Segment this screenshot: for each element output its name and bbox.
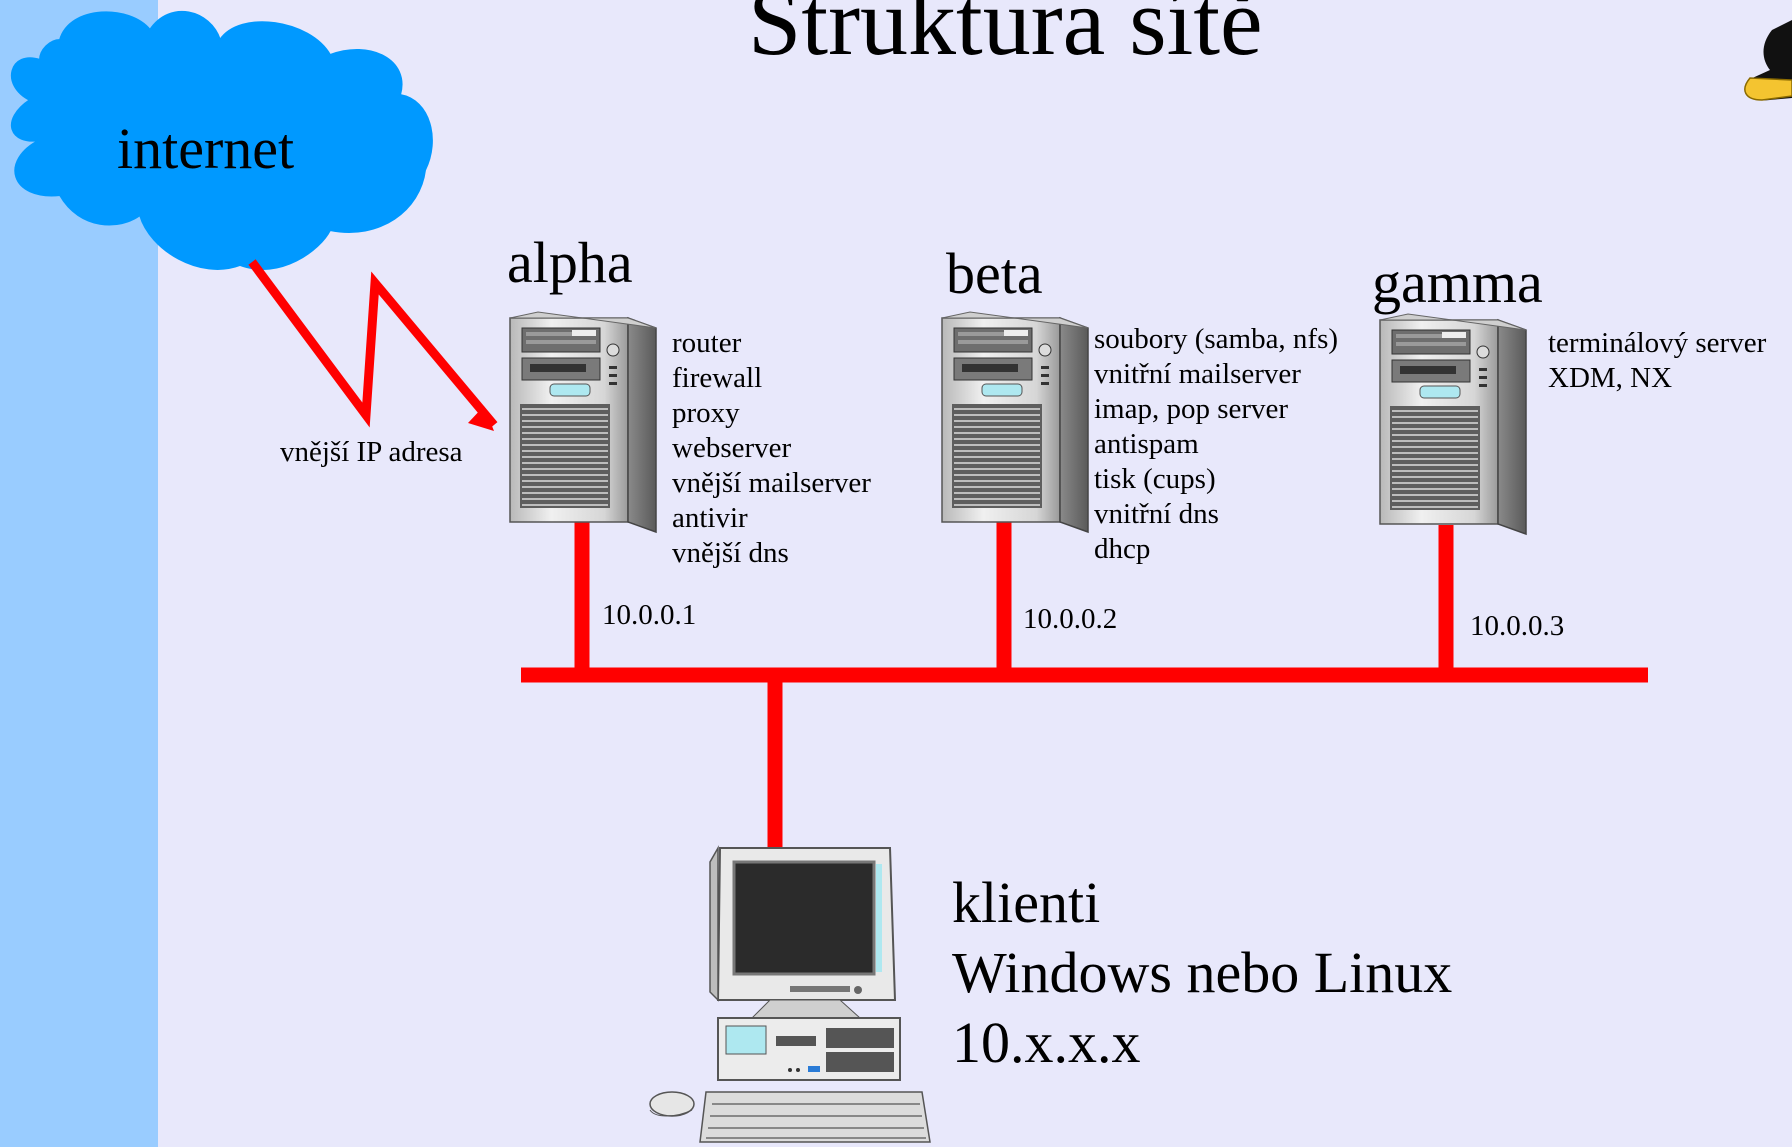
service-item: terminálový server xyxy=(1548,327,1767,359)
network-lines xyxy=(521,512,1648,852)
penguin-icon xyxy=(1744,20,1792,101)
page-title: Struktura sítě xyxy=(748,0,1263,75)
clients-line: Windows nebo Linux xyxy=(952,940,1453,1005)
cloud-icon xyxy=(10,11,433,271)
server-tower-icon-alpha xyxy=(509,311,657,533)
server-tower-icon-beta xyxy=(941,311,1089,533)
external-ip-label: vnější IP adresa xyxy=(280,436,463,468)
service-item: soubory (samba, nfs) xyxy=(1094,323,1339,355)
service-item: antivir xyxy=(672,502,748,534)
desktop-computer-icon xyxy=(649,845,931,1143)
internet-label: internet xyxy=(117,116,295,181)
service-item: router xyxy=(672,327,742,359)
service-item: vnější dns xyxy=(672,537,789,569)
clients-description: klienti Windows nebo Linux 10.x.x.x xyxy=(952,868,1452,1078)
service-item: vnitřní dns xyxy=(1094,498,1219,530)
host-name-beta: beta xyxy=(946,241,1043,306)
clients-line: 10.x.x.x xyxy=(952,1010,1141,1075)
clients-line: klienti xyxy=(952,870,1101,935)
service-item: vnitřní mailserver xyxy=(1094,358,1301,390)
service-item: XDM, NX xyxy=(1548,362,1673,394)
ip-label-gamma: 10.0.0.3 xyxy=(1470,610,1565,642)
service-item: vnější mailserver xyxy=(672,467,871,499)
ip-label-alpha: 10.0.0.1 xyxy=(602,599,697,631)
service-item: dhcp xyxy=(1094,533,1151,565)
host-name-gamma: gamma xyxy=(1372,250,1543,315)
server-tower-icon-gamma xyxy=(1379,313,1527,535)
service-item: antispam xyxy=(1094,428,1199,460)
service-item: tisk (cups) xyxy=(1094,463,1216,495)
service-list-gamma: terminálový server XDM, NX xyxy=(1548,326,1766,396)
service-item: imap, pop server xyxy=(1094,393,1289,425)
service-list-alpha: router firewall proxy webserver vnější m… xyxy=(672,326,871,571)
lightning-link-icon xyxy=(248,259,498,431)
service-item: proxy xyxy=(672,397,740,429)
ip-label-beta: 10.0.0.2 xyxy=(1023,603,1118,635)
service-item: firewall xyxy=(672,362,763,394)
service-list-beta: soubory (samba, nfs) vnitřní mailserver … xyxy=(1094,322,1338,567)
service-item: webserver xyxy=(672,432,792,464)
host-name-alpha: alpha xyxy=(507,230,633,295)
